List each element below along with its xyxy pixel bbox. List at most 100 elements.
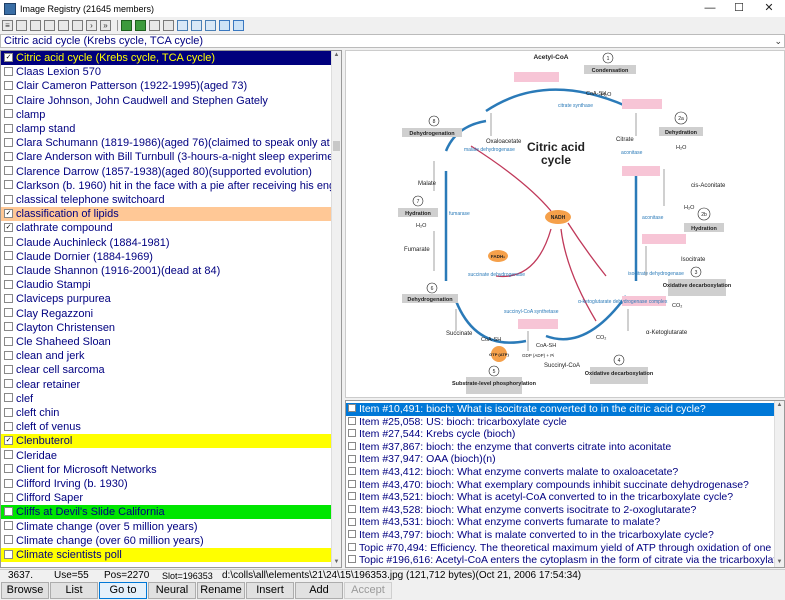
related-item[interactable]: Topic #196,616: Acetyl-CoA enters the cy… (346, 554, 776, 567)
checkbox-icon[interactable] (348, 442, 356, 451)
related-item[interactable]: Item #37,867: bioch: the enzyme that con… (346, 441, 776, 454)
checkbox-icon[interactable]: ✓ (4, 52, 13, 62)
checkbox-icon[interactable] (348, 404, 356, 413)
list-item[interactable]: Clayton Christensen (1, 321, 332, 335)
list-item[interactable]: Claudio Stampi (1, 278, 332, 292)
registry-list[interactable]: ✓Citric acid cycle (Krebs cycle, TCA cyc… (0, 50, 342, 568)
checkbox-icon[interactable] (4, 379, 13, 389)
list-item[interactable]: Clair Cameron Patterson (1922-1995)(aged… (1, 79, 332, 93)
close-icon[interactable]: ✕ (764, 2, 774, 14)
topic-field[interactable]: Citric acid cycle (Krebs cycle, TCA cycl… (0, 34, 785, 48)
checkbox-icon[interactable] (348, 517, 356, 526)
checkbox-icon[interactable] (4, 478, 13, 488)
list-item[interactable]: Clarence Darrow (1857-1938)(aged 80)(sup… (1, 165, 332, 179)
checkbox-icon[interactable] (4, 151, 13, 161)
checkbox-icon[interactable] (4, 535, 13, 545)
checkbox-icon[interactable] (348, 416, 356, 425)
checkbox-icon[interactable] (4, 364, 13, 374)
list-item[interactable]: clamp stand (1, 122, 332, 136)
checkbox-icon[interactable] (4, 308, 13, 318)
checkbox-icon[interactable] (348, 555, 356, 564)
checkbox-icon[interactable] (4, 180, 13, 190)
list-item[interactable]: Clay Regazzoni (1, 307, 332, 321)
list-item[interactable]: clear cell sarcoma (1, 363, 332, 377)
list-item[interactable]: ✓classification of lipids (1, 207, 332, 222)
checkbox-icon[interactable] (4, 322, 13, 332)
list-item[interactable]: Clifford Irving (b. 1930) (1, 477, 332, 491)
settings-icon[interactable] (149, 20, 160, 31)
add-button[interactable]: Add (295, 582, 343, 599)
checkbox-icon[interactable]: ✓ (4, 435, 13, 445)
checkbox-icon[interactable] (348, 467, 356, 476)
checkbox-icon[interactable] (348, 505, 356, 514)
checkbox-icon[interactable]: ✓ (4, 222, 13, 232)
related-item[interactable]: Item #43,797: bioch: What is malate conv… (346, 529, 776, 542)
items-scrollbar[interactable]: ▲ ▼ (774, 401, 784, 567)
related-item[interactable]: Item #43,528: bioch: What enzyme convert… (346, 504, 776, 517)
checkbox-icon[interactable]: ✓ (4, 208, 13, 218)
checkbox-icon[interactable] (4, 492, 13, 502)
list-item[interactable]: Cliffs at Devil's Slide California (1, 505, 332, 520)
list-item[interactable]: ✓Clenbuterol (1, 434, 332, 449)
columns-icon[interactable] (205, 20, 216, 31)
accept-button[interactable]: Accept (344, 582, 392, 599)
scroll-up-icon[interactable]: ▲ (333, 52, 340, 58)
list-item[interactable]: Claire Johnson, John Caudwell and Stephe… (1, 94, 332, 108)
checkbox-icon[interactable] (4, 251, 13, 261)
open-icon[interactable] (16, 20, 27, 31)
fullscreen-icon[interactable] (233, 20, 244, 31)
checkbox-icon[interactable] (4, 237, 13, 247)
list-item[interactable]: Clare Anderson with Bill Turnbull (3-hou… (1, 150, 332, 164)
checkbox-icon[interactable] (4, 66, 13, 76)
checkbox-icon[interactable] (4, 464, 13, 474)
checkbox-icon[interactable] (4, 137, 13, 147)
list-item[interactable]: Clifford Saper (1, 491, 332, 505)
insert-button[interactable]: Insert (246, 582, 294, 599)
list-item[interactable]: Climate change (over 60 million years) (1, 534, 332, 548)
related-item[interactable]: Topic #70,494: Efficiency. The theoretic… (346, 542, 776, 555)
tools-icon[interactable] (44, 20, 55, 31)
neural-button[interactable]: Neural (148, 582, 196, 599)
scroll-down-icon[interactable]: ▼ (333, 559, 340, 565)
related-item[interactable]: Item #43,531: bioch: What enzyme convert… (346, 516, 776, 529)
list-item[interactable]: clean and jerk (1, 349, 332, 363)
list-item[interactable]: Claviceps purpurea (1, 292, 332, 306)
checkbox-icon[interactable] (348, 479, 356, 488)
list-item[interactable]: Climate scientists poll (1, 548, 332, 562)
related-item[interactable]: Item #25,058: US: bioch: tricarboxylate … (346, 416, 776, 429)
list-item[interactable]: Claude Auchinleck (1884-1981) (1, 236, 332, 250)
checkbox-icon[interactable] (4, 450, 13, 460)
checkbox-icon[interactable] (4, 166, 13, 176)
list-item[interactable]: Clara Schumann (1819-1986)(aged 76)(clai… (1, 136, 332, 150)
list-item[interactable]: clamp (1, 108, 332, 122)
layout-icon[interactable] (177, 20, 188, 31)
checkbox-icon[interactable] (4, 549, 13, 559)
checkbox-icon[interactable] (4, 421, 13, 431)
minimize-icon[interactable]: — (704, 2, 716, 14)
scroll-thumb[interactable] (333, 141, 340, 151)
list-item[interactable]: Client for Microsoft Networks (1, 463, 332, 477)
related-items-list[interactable]: Item #10,491: bioch: What is isocitrate … (345, 400, 785, 568)
list-item[interactable]: cleft of venus (1, 420, 332, 434)
checkbox-icon[interactable] (4, 265, 13, 275)
list-item[interactable]: Cleridae (1, 449, 332, 463)
menu-icon[interactable]: ≡ (2, 20, 13, 31)
checkbox-icon[interactable] (4, 407, 13, 417)
goto-button[interactable]: Go to (99, 582, 147, 599)
font-icon[interactable] (72, 20, 83, 31)
list-button[interactable]: List (50, 582, 98, 599)
checkbox-icon[interactable] (4, 521, 13, 531)
scroll-down-icon[interactable]: ▼ (776, 559, 783, 565)
checkbox-icon[interactable] (348, 454, 356, 463)
related-item[interactable]: Item #43,521: bioch: What is acetyl-CoA … (346, 491, 776, 504)
checkbox-icon[interactable] (4, 336, 13, 346)
checkbox-icon[interactable] (4, 506, 13, 516)
checkbox-icon[interactable] (4, 279, 13, 289)
chevron-down-icon[interactable]: ⌄ (774, 36, 782, 46)
list-item[interactable]: Claude Shannon (1916-2001)(dead at 84) (1, 264, 332, 278)
checkbox-icon[interactable] (4, 95, 13, 105)
globe-icon[interactable] (58, 20, 69, 31)
list-item[interactable]: cleft chin (1, 406, 332, 420)
related-item[interactable]: Item #43,470: bioch: What exemplary comp… (346, 479, 776, 492)
picture-icon[interactable] (30, 20, 41, 31)
